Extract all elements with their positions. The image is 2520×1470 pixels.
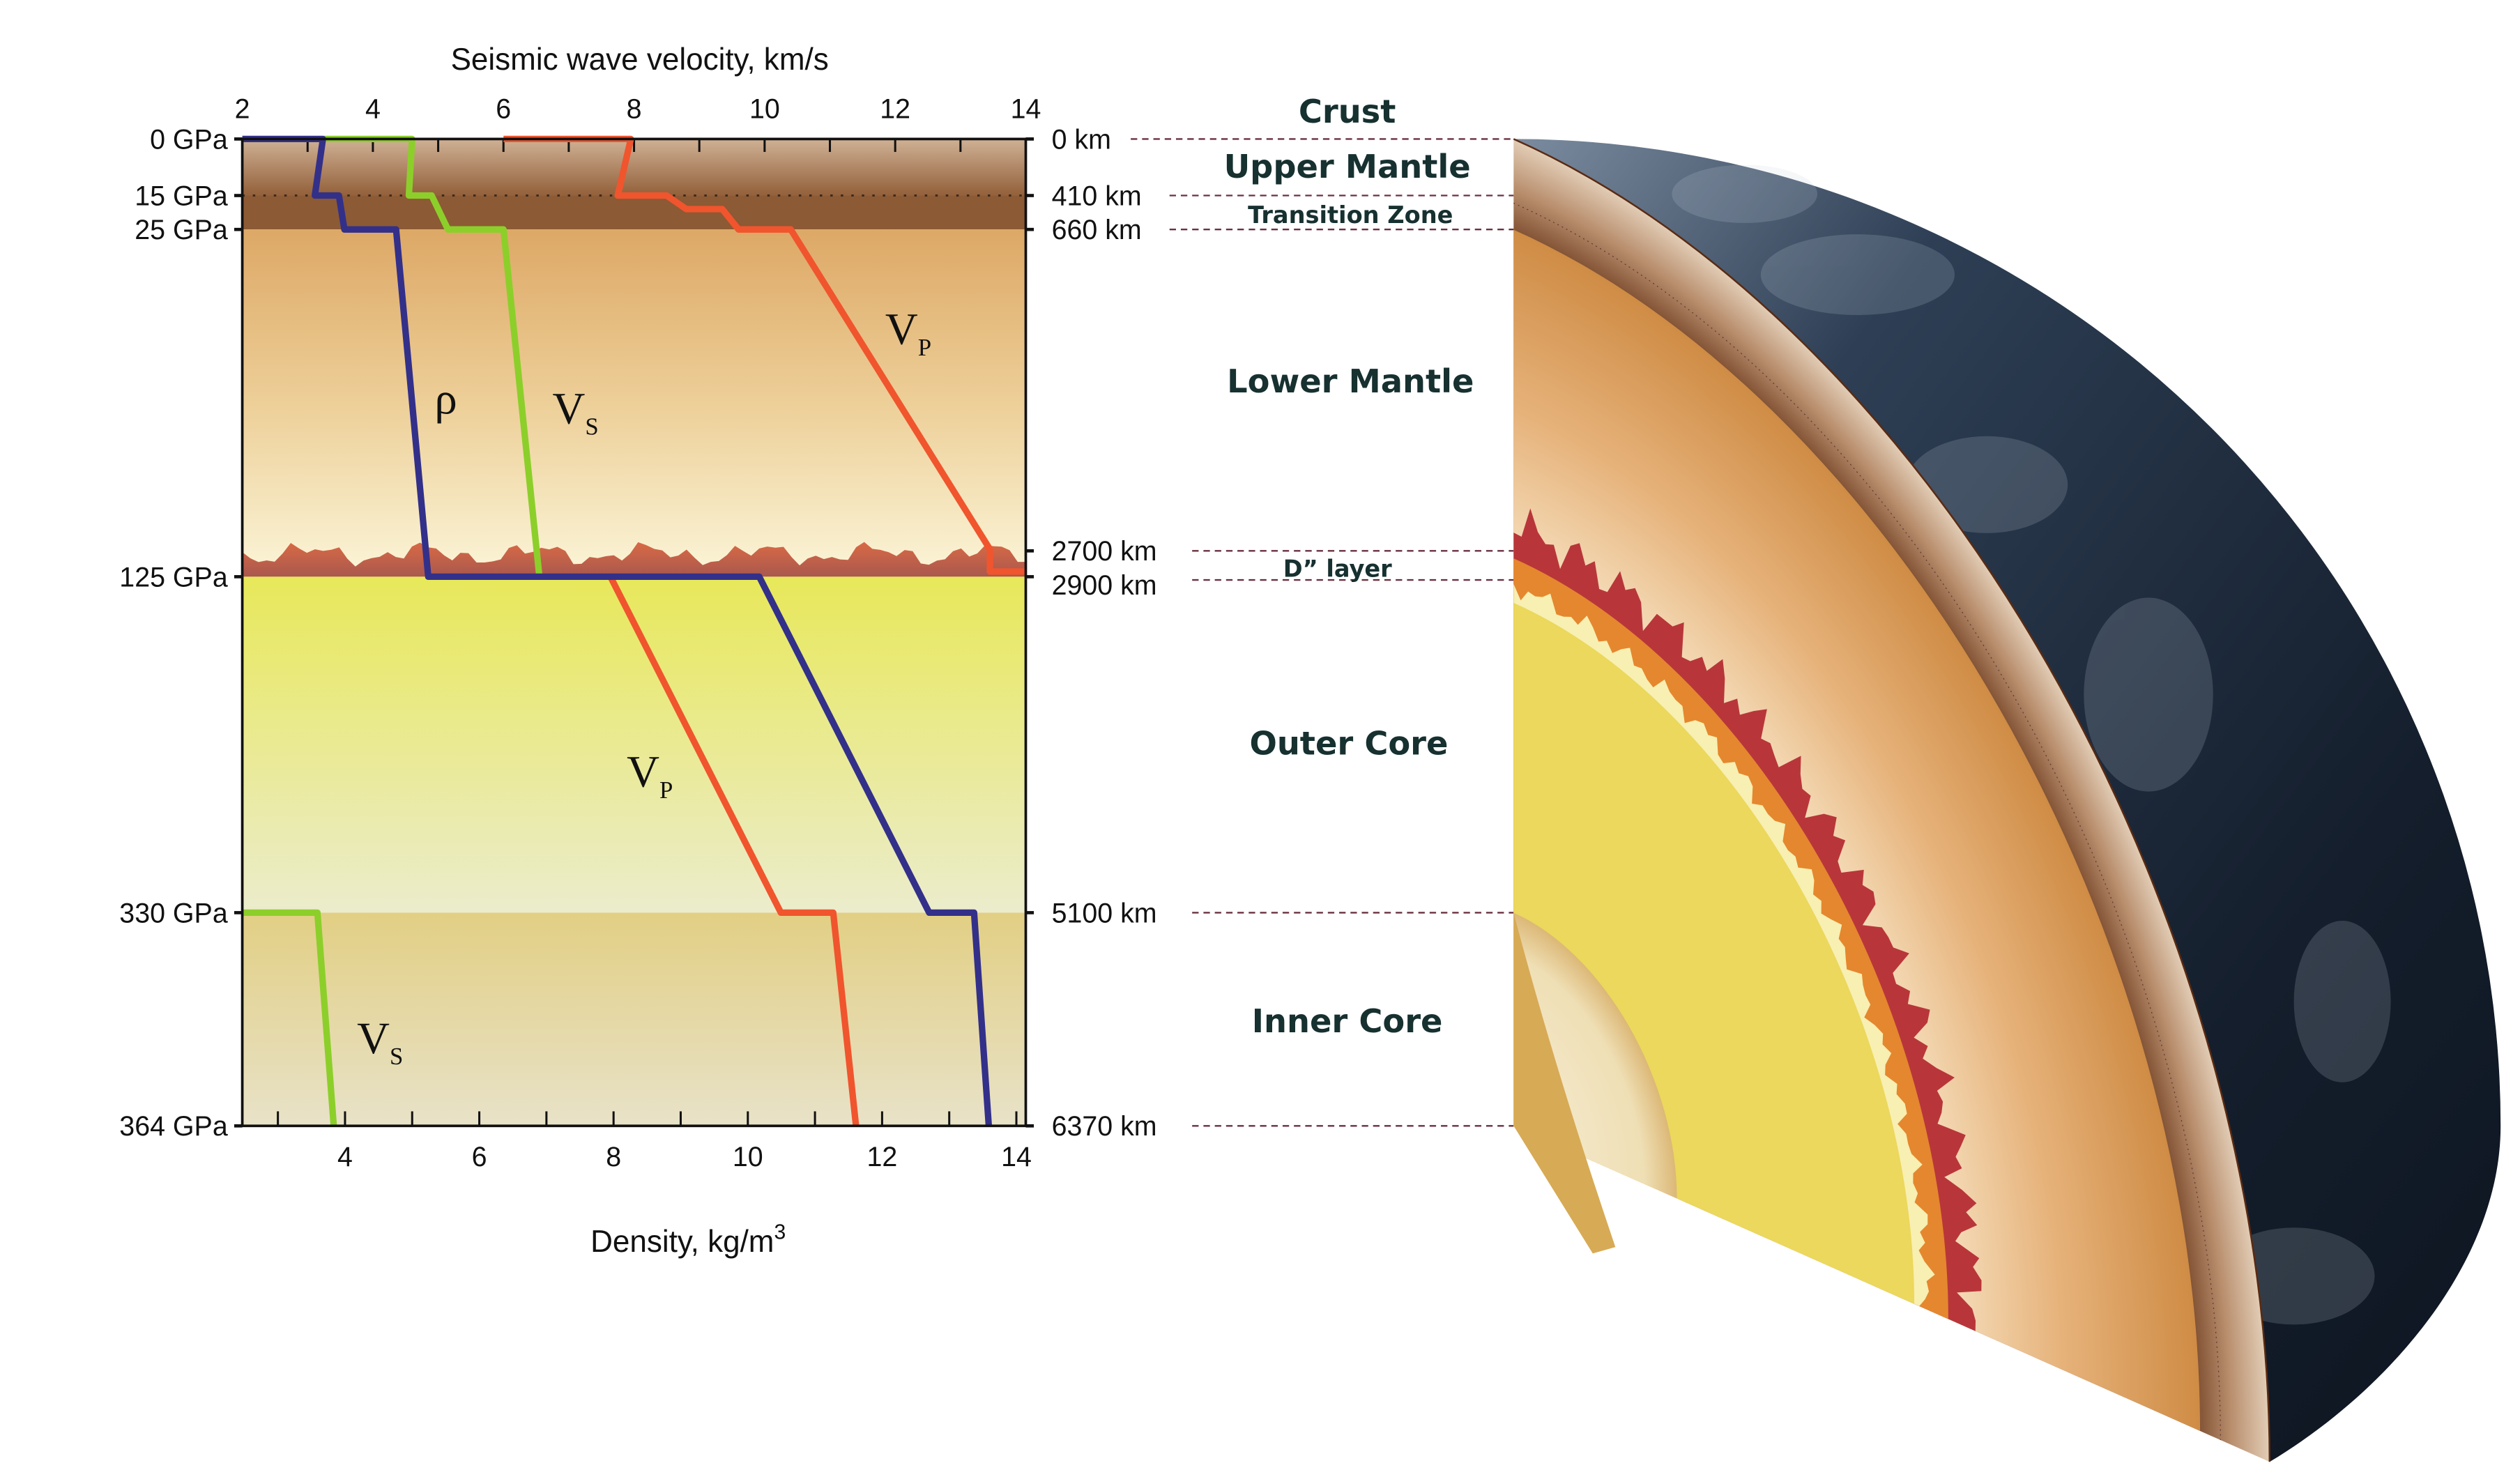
y-left-tick-label: 125 GPa (119, 562, 228, 592)
y-right-tick-label: 0 km (1052, 124, 1111, 155)
inner-core-side-face (1513, 912, 1616, 1254)
earth-cutaway (1513, 139, 2500, 1462)
x-bottom-axis-title: Density, kg/m3 (590, 1221, 786, 1260)
region-labels: Crust Upper Mantle Transition Zone Lower… (1224, 93, 1474, 1040)
crust-edge (1513, 139, 2270, 1462)
x-bottom-tick-label: 12 (866, 1142, 897, 1172)
x-top-tick-label: 6 (496, 93, 511, 124)
label-vp-mantle: VP (885, 305, 931, 361)
label-vs-mantle: VS (553, 383, 599, 440)
y-left-tick-label: 364 GPa (119, 1111, 228, 1142)
tick-labels: 2 4 6 8 10 12 14 4 6 8 10 12 14 0 GPa 15 GPa 25 GPa 125 … (119, 93, 1156, 1172)
series-line-Vs (242, 909, 337, 1126)
label-vs-core: VS (357, 1013, 403, 1070)
y-right-tick-label: 660 km (1052, 215, 1142, 245)
x-bottom-tick-label: 4 (337, 1142, 353, 1172)
y-left-tick-label: 25 GPa (135, 215, 228, 245)
y-right-tick-label: 2700 km (1052, 536, 1157, 567)
label-inner-core: Inner Core (1252, 1002, 1443, 1040)
y-right-tick-label: 5100 km (1052, 898, 1157, 928)
band-transition-zone (242, 195, 1026, 230)
x-top-tick-label: 4 (365, 93, 381, 124)
y-left-tick-label: 0 GPa (150, 124, 228, 155)
x-bottom-tick-label: 8 (606, 1142, 621, 1172)
x-top-tick-label: 12 (880, 93, 910, 124)
x-top-axis-title: Seismic wave velocity, km/s (451, 43, 829, 77)
x-bottom-tick-label: 10 (733, 1142, 763, 1172)
band-outer-core (242, 576, 1026, 913)
label-crust: Crust (1299, 93, 1396, 130)
depth-leader-lines (1131, 138, 1514, 1127)
band-inner-core (242, 912, 1026, 1126)
band-d-layer (242, 542, 1026, 577)
label-d-layer: D” layer (1283, 555, 1392, 582)
label-transition-zone: Transition Zone (1248, 201, 1453, 229)
series-line-Vp (503, 135, 1026, 575)
label-rho: ρ (434, 374, 457, 424)
label-lower-mantle: Lower Mantle (1227, 362, 1474, 400)
cloud-texture (1672, 164, 2391, 1325)
y-left-tick-label: 15 GPa (135, 181, 228, 211)
x-bottom-tick-label: 6 (472, 1142, 487, 1172)
label-outer-core: Outer Core (1249, 724, 1448, 762)
chart: 2 4 6 8 10 12 14 4 6 8 10 12 14 0 GPa 15 GPa 25 GPa 125 … (119, 43, 1156, 1259)
series-lines (242, 135, 1026, 1126)
label-vp-core: VP (627, 747, 673, 804)
series-line-rho (242, 135, 993, 1126)
x-bottom-tick-label: 14 (1001, 1142, 1032, 1172)
plot-frame (240, 137, 1028, 1128)
dotted-410-arc (1513, 203, 2220, 1440)
label-upper-mantle: Upper Mantle (1224, 148, 1471, 185)
y-right-tick-label: 6370 km (1052, 1111, 1157, 1142)
x-top-tick-label: 2 (235, 93, 250, 124)
x-top-tick-label: 14 (1011, 93, 1041, 124)
y-right-tick-label: 410 km (1052, 181, 1142, 211)
band-lower-mantle (242, 229, 1026, 577)
x-top-tick-label: 10 (749, 93, 780, 124)
x-top-tick-label: 8 (627, 93, 642, 124)
y-right-tick-label: 2900 km (1052, 570, 1157, 601)
y-left-tick-label: 330 GPa (119, 898, 228, 928)
series-line-Vp (607, 575, 860, 1126)
